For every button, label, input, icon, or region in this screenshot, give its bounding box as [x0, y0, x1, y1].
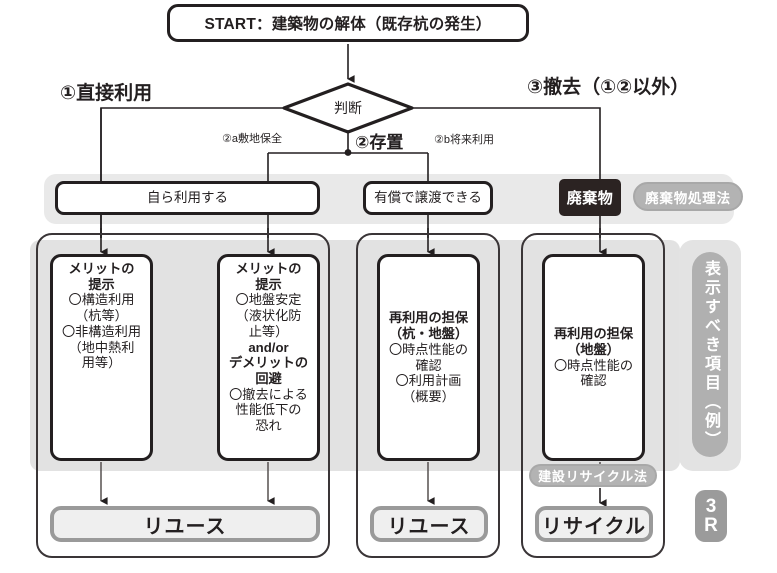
- line: 回避: [255, 370, 282, 386]
- line: 〇非構造利用: [61, 323, 142, 339]
- group-frame-removal: [521, 233, 665, 558]
- start-box-label: START：建築物の解体（既存杭の発生）: [204, 16, 492, 33]
- three-r-badge-letter: R: [704, 515, 718, 536]
- status-chip-waste-label: 廃棄物: [566, 190, 614, 207]
- line: 性能低下の: [235, 402, 302, 418]
- line: 止等）: [248, 323, 289, 339]
- decision-diamond-label: 判断: [334, 100, 362, 116]
- outcome-reuse-mid-label: リユース: [387, 515, 471, 538]
- branch-label-direct-use: ①直接利用: [60, 83, 153, 104]
- line: メリットの: [235, 261, 302, 276]
- law-pill-construction-recycling-label: 建設リサイクル法: [538, 469, 648, 484]
- side-label-items-to-display: 表示すべき項目（例）: [692, 252, 728, 457]
- line: 〇地盤安定: [235, 292, 302, 308]
- branch-label-retain: ②存置: [355, 133, 404, 152]
- outcome-recycle: リサイクル: [535, 506, 653, 542]
- line: 確認: [415, 357, 442, 373]
- line: （液状化防: [235, 308, 302, 324]
- line: 〇構造利用: [68, 292, 135, 308]
- outcome-reuse-left-label: リユース: [143, 515, 227, 538]
- start-box: START：建築物の解体（既存杭の発生）: [167, 4, 529, 42]
- branch-label-future-use: ②b将来利用: [434, 134, 494, 146]
- line: 再利用の担保: [553, 326, 634, 342]
- line: and/or: [248, 339, 289, 355]
- status-chip-waste: 廃棄物: [559, 179, 621, 216]
- line: デメリットの: [228, 355, 309, 371]
- group-frame-retain-transfer: [356, 233, 500, 558]
- status-box-own-use-label: 自ら利用する: [147, 189, 228, 205]
- three-r-badge-number: 3: [705, 495, 717, 517]
- line: 〇時点性能の: [388, 341, 469, 357]
- detail-box-reuse-security-ground-content: 再利用の担保 （地盤） 〇時点性能の 確認: [548, 326, 639, 389]
- detail-box-merit-structural: メリットの 提示 〇構造利用 （杭等） 〇非構造利用 （地中熱利 用等）: [50, 254, 153, 461]
- line: （地中熱利: [68, 339, 135, 355]
- line: 確認: [580, 373, 607, 389]
- line: （概要）: [402, 388, 455, 404]
- line: （地盤）: [567, 341, 620, 357]
- detail-box-reuse-security-pile-ground-content: 再利用の担保 （杭・地盤） 〇時点性能の 確認 〇利用計画 （概要）: [383, 310, 474, 404]
- status-box-paid-transfer: 有償で譲渡できる: [363, 181, 493, 215]
- decision-diamond: [282, 82, 414, 134]
- detail-box-merit-ground-content: メリットの 提示 〇地盤安定 （液状化防 止等） and/or デメリットの 回…: [223, 261, 314, 434]
- line: 提示: [88, 276, 115, 292]
- detail-box-merit-ground: メリットの 提示 〇地盤安定 （液状化防 止等） and/or デメリットの 回…: [217, 254, 320, 461]
- group-frame-direct-use: [36, 233, 330, 558]
- branch-label-removal: ③撤去（①②以外）: [527, 77, 690, 98]
- law-pill-construction-recycling: 建設リサイクル法: [529, 464, 657, 487]
- detail-box-reuse-security-pile-ground: 再利用の担保 （杭・地盤） 〇時点性能の 確認 〇利用計画 （概要）: [377, 254, 480, 461]
- line: 用等）: [81, 355, 122, 371]
- outcome-reuse-left: リユース: [50, 506, 320, 542]
- detail-box-reuse-security-ground: 再利用の担保 （地盤） 〇時点性能の 確認: [542, 254, 645, 461]
- detail-box-merit-structural-content: メリットの 提示 〇構造利用 （杭等） 〇非構造利用 （地中熱利 用等）: [56, 261, 147, 371]
- branch-label-site-preservation: ②a敷地保全: [222, 133, 282, 145]
- line: （杭等）: [75, 308, 128, 324]
- outcome-recycle-label: リサイクル: [542, 515, 646, 538]
- line: 〇撤去による: [229, 386, 308, 402]
- line: 〇時点性能の: [553, 357, 634, 373]
- status-box-paid-transfer-label: 有償で譲渡できる: [374, 189, 482, 205]
- line: 〇利用計画: [395, 373, 462, 389]
- line: （杭・地盤）: [388, 326, 469, 342]
- law-pill-waste-disposal-label: 廃棄物処理法: [645, 190, 731, 206]
- line: 恐れ: [255, 418, 282, 434]
- line: 再利用の担保: [388, 310, 469, 326]
- three-r-badge: 3 R: [695, 490, 727, 542]
- status-box-own-use: 自ら利用する: [55, 181, 320, 215]
- law-pill-waste-disposal: 廃棄物処理法: [633, 182, 743, 211]
- line: 提示: [255, 276, 282, 292]
- line: メリットの: [68, 261, 135, 276]
- outcome-reuse-mid: リユース: [370, 506, 488, 542]
- side-label-items-to-display-text: 表示すべき項目（例）: [702, 259, 719, 450]
